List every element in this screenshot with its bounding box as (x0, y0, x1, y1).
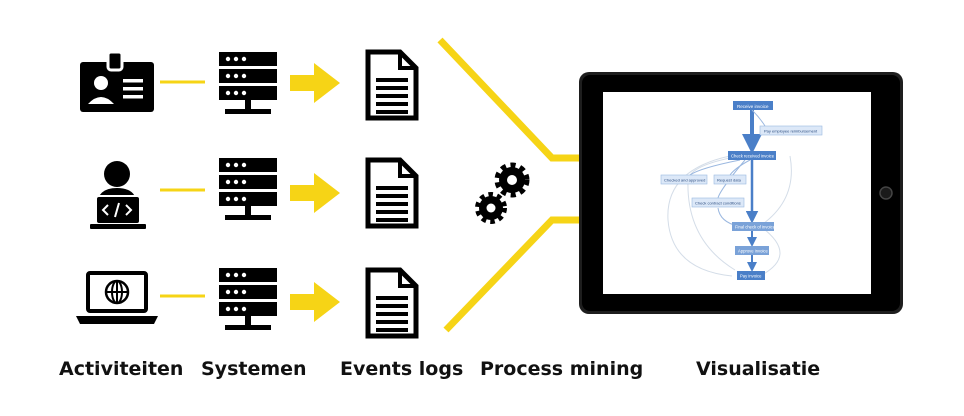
process-node (733, 101, 773, 110)
label-event-logs: Events logs (340, 358, 464, 380)
laptop-globe-icon (76, 271, 158, 324)
process-node-label: Check received invoice (731, 154, 775, 159)
flow-arrow (290, 63, 340, 103)
label-process-mining: Process mining (480, 358, 644, 380)
developer-icon (90, 161, 146, 229)
document-icon (368, 160, 416, 226)
process-node-label: Final check of invoice (735, 225, 776, 230)
document-icon (368, 52, 416, 118)
label-systems: Systemen (201, 358, 307, 380)
process-node-label: Checked and approved (664, 178, 705, 183)
process-node (735, 246, 769, 255)
activity-system-connectors (160, 80, 205, 298)
process-map: Receive invoice Pay employee reimburseme… (660, 101, 823, 280)
document-icon (368, 270, 416, 336)
process-node (759, 125, 823, 136)
process-node-label: Receive invoice (737, 104, 769, 109)
process-node (737, 271, 765, 280)
tablet-screen (603, 92, 871, 294)
id-badge-icon (80, 50, 154, 112)
server-icon (219, 52, 277, 114)
process-node-label: Request data (717, 178, 742, 183)
label-visualisation: Visualisatie (696, 358, 821, 380)
gears-icon (475, 162, 530, 224)
label-activities: Activiteiten (59, 358, 184, 380)
process-node-label: Pay employee reimbursement (764, 129, 818, 134)
flow-arrow (290, 282, 340, 322)
process-node (660, 174, 708, 185)
process-node (732, 222, 774, 231)
process-node-label: Approve invoice (738, 249, 768, 254)
process-node (728, 151, 776, 160)
process-node (713, 174, 747, 185)
process-node (691, 197, 745, 208)
process-node-label: Check contract conditions (695, 201, 741, 206)
flow-arrow (290, 173, 340, 213)
process-node-label: Pay invoice (740, 274, 762, 279)
server-icon (219, 268, 277, 330)
server-icon (219, 158, 277, 220)
home-button-icon (879, 186, 893, 200)
